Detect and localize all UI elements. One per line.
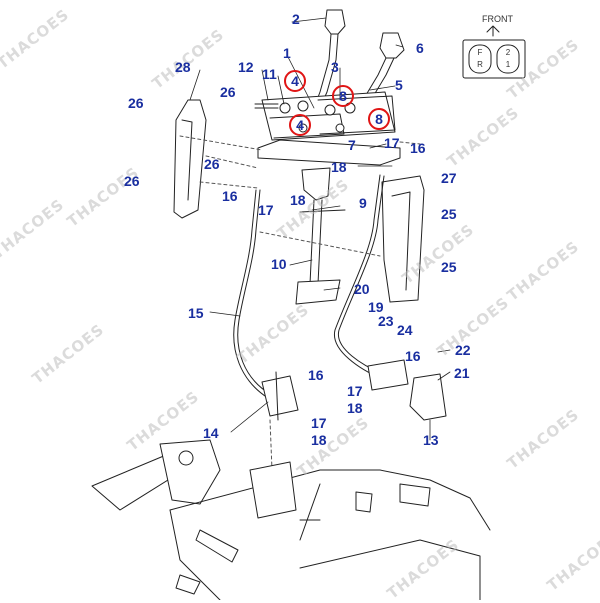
callout-1: 1 <box>283 45 291 61</box>
callout-17: 17 <box>258 202 274 218</box>
callout-16: 16 <box>222 188 238 204</box>
callout-24: 24 <box>397 322 413 338</box>
callout-23: 23 <box>378 313 394 329</box>
callout-5: 5 <box>395 77 403 93</box>
bracket-13-icon <box>409 373 447 421</box>
callout-25: 25 <box>441 259 457 275</box>
front-label: FRONT <box>482 14 513 24</box>
callout-22: 22 <box>455 342 471 358</box>
callout-26: 26 <box>220 84 236 100</box>
callout-16: 16 <box>410 140 426 156</box>
callout-18: 18 <box>311 432 327 448</box>
lower-bracket-right-icon <box>367 359 409 391</box>
callout-18: 18 <box>347 400 363 416</box>
left-lever-icon <box>313 9 346 109</box>
callout-15: 15 <box>188 305 204 321</box>
callout-20: 20 <box>354 281 370 297</box>
callout-8-highlighted: 8 <box>332 85 354 107</box>
right-cable-icon <box>334 174 386 381</box>
right-lever-icon <box>359 32 405 111</box>
callout-10: 10 <box>271 256 287 272</box>
callout-6: 6 <box>416 40 424 56</box>
callout-18: 18 <box>331 159 347 175</box>
callout-17: 17 <box>347 383 363 399</box>
right-cover-icon <box>381 175 425 303</box>
callout-25: 25 <box>441 206 457 222</box>
left-cover-icon <box>173 99 207 219</box>
callout-14: 14 <box>203 425 219 441</box>
callout-8-highlighted: 8 <box>368 108 390 130</box>
pattern-right-bottom: 1 <box>505 60 511 69</box>
callout-3: 3 <box>331 59 339 75</box>
callout-12: 12 <box>238 59 254 75</box>
callout-19: 19 <box>368 299 384 315</box>
pattern-right-top: 2 <box>505 48 511 57</box>
callout-9: 9 <box>359 195 367 211</box>
callout-26: 26 <box>124 173 140 189</box>
callout-4-highlighted: 4 <box>289 114 311 136</box>
callout-4-highlighted: 4 <box>284 70 306 92</box>
callout-17: 17 <box>311 415 327 431</box>
pattern-left-bottom: R <box>477 60 483 69</box>
callout-26: 26 <box>128 95 144 111</box>
lower-bracket-left-icon <box>261 371 299 421</box>
callout-28: 28 <box>175 59 191 75</box>
callout-11: 11 <box>262 66 277 82</box>
callout-18: 18 <box>290 192 306 208</box>
stand-bracket-icon <box>257 139 401 305</box>
callout-27: 27 <box>441 170 457 186</box>
floor-frame-icon <box>91 439 491 600</box>
callout-17: 17 <box>384 135 400 151</box>
callout-21: 21 <box>454 365 470 381</box>
front-indicator-icon <box>462 25 526 79</box>
callout-16: 16 <box>308 367 324 383</box>
callout-7: 7 <box>348 137 356 153</box>
callout-2: 2 <box>292 11 300 27</box>
callout-13: 13 <box>423 432 439 448</box>
callout-16: 16 <box>405 348 421 364</box>
callout-26: 26 <box>204 156 220 172</box>
pattern-left-top: F <box>477 48 483 57</box>
left-cable-icon <box>233 189 269 399</box>
